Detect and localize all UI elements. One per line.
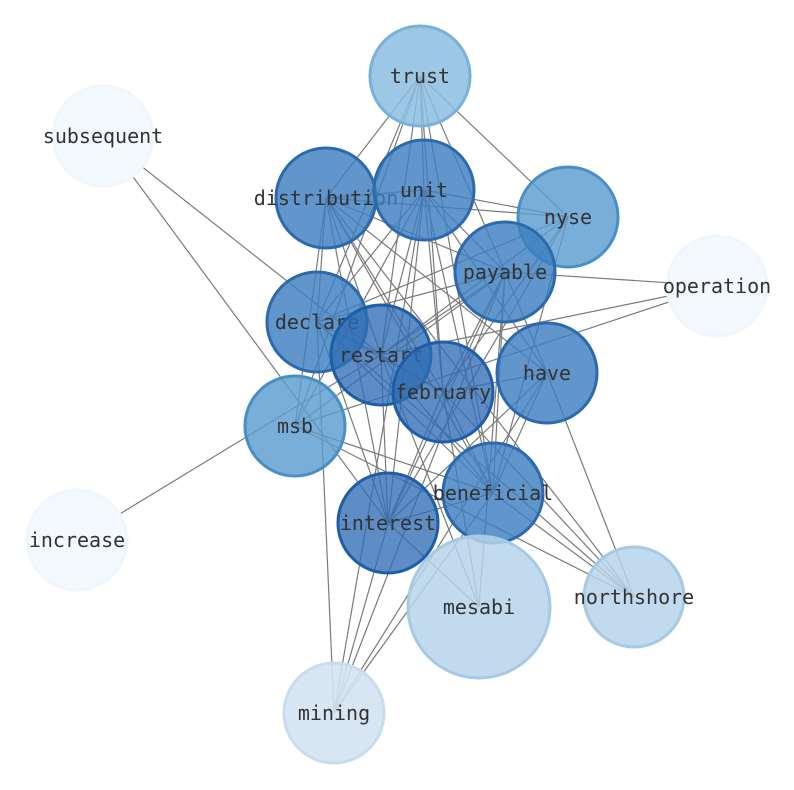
- node-circle-mesabi[interactable]: [406, 534, 552, 680]
- node-mesabi[interactable]: mesabi: [406, 534, 552, 680]
- node-trust[interactable]: trust: [368, 24, 472, 128]
- edge-declare-mining: [316, 321, 335, 714]
- node-have[interactable]: have: [495, 321, 599, 425]
- node-interest[interactable]: interest: [336, 471, 440, 575]
- node-subsequent[interactable]: subsequent: [43, 84, 163, 188]
- edge-restart-increase: [76, 354, 382, 541]
- node-circle-trust[interactable]: [368, 24, 472, 128]
- node-circle-beneficial[interactable]: [441, 441, 545, 545]
- node-msb[interactable]: msb: [243, 374, 347, 478]
- node-circle-distribution[interactable]: [274, 146, 378, 250]
- edge-have-mining: [333, 372, 548, 714]
- node-unit[interactable]: unit: [372, 138, 476, 242]
- node-payable[interactable]: payable: [453, 220, 557, 324]
- node-february[interactable]: february: [391, 340, 495, 444]
- node-circle-payable[interactable]: [453, 220, 557, 324]
- node-circle-increase[interactable]: [25, 488, 129, 592]
- node-northshore[interactable]: northshore: [574, 545, 694, 649]
- edge-unit-beneficial: [423, 189, 494, 494]
- node-operation[interactable]: operation: [663, 234, 771, 338]
- node-circle-subsequent[interactable]: [51, 84, 155, 188]
- node-circle-unit[interactable]: [372, 138, 476, 242]
- node-circle-mining[interactable]: [282, 661, 386, 765]
- node-circle-february[interactable]: [391, 340, 495, 444]
- node-beneficial[interactable]: beneficial: [433, 441, 553, 545]
- edge-unit-mining: [333, 189, 425, 714]
- node-circle-northshore[interactable]: [582, 545, 686, 649]
- edge-subsequent-interest: [102, 135, 389, 524]
- node-circle-interest[interactable]: [336, 471, 440, 575]
- node-increase[interactable]: increase: [25, 488, 129, 592]
- node-circle-have[interactable]: [495, 321, 599, 425]
- node-circle-msb[interactable]: [243, 374, 347, 478]
- node-circle-operation[interactable]: [665, 234, 769, 338]
- node-mining[interactable]: mining: [282, 661, 386, 765]
